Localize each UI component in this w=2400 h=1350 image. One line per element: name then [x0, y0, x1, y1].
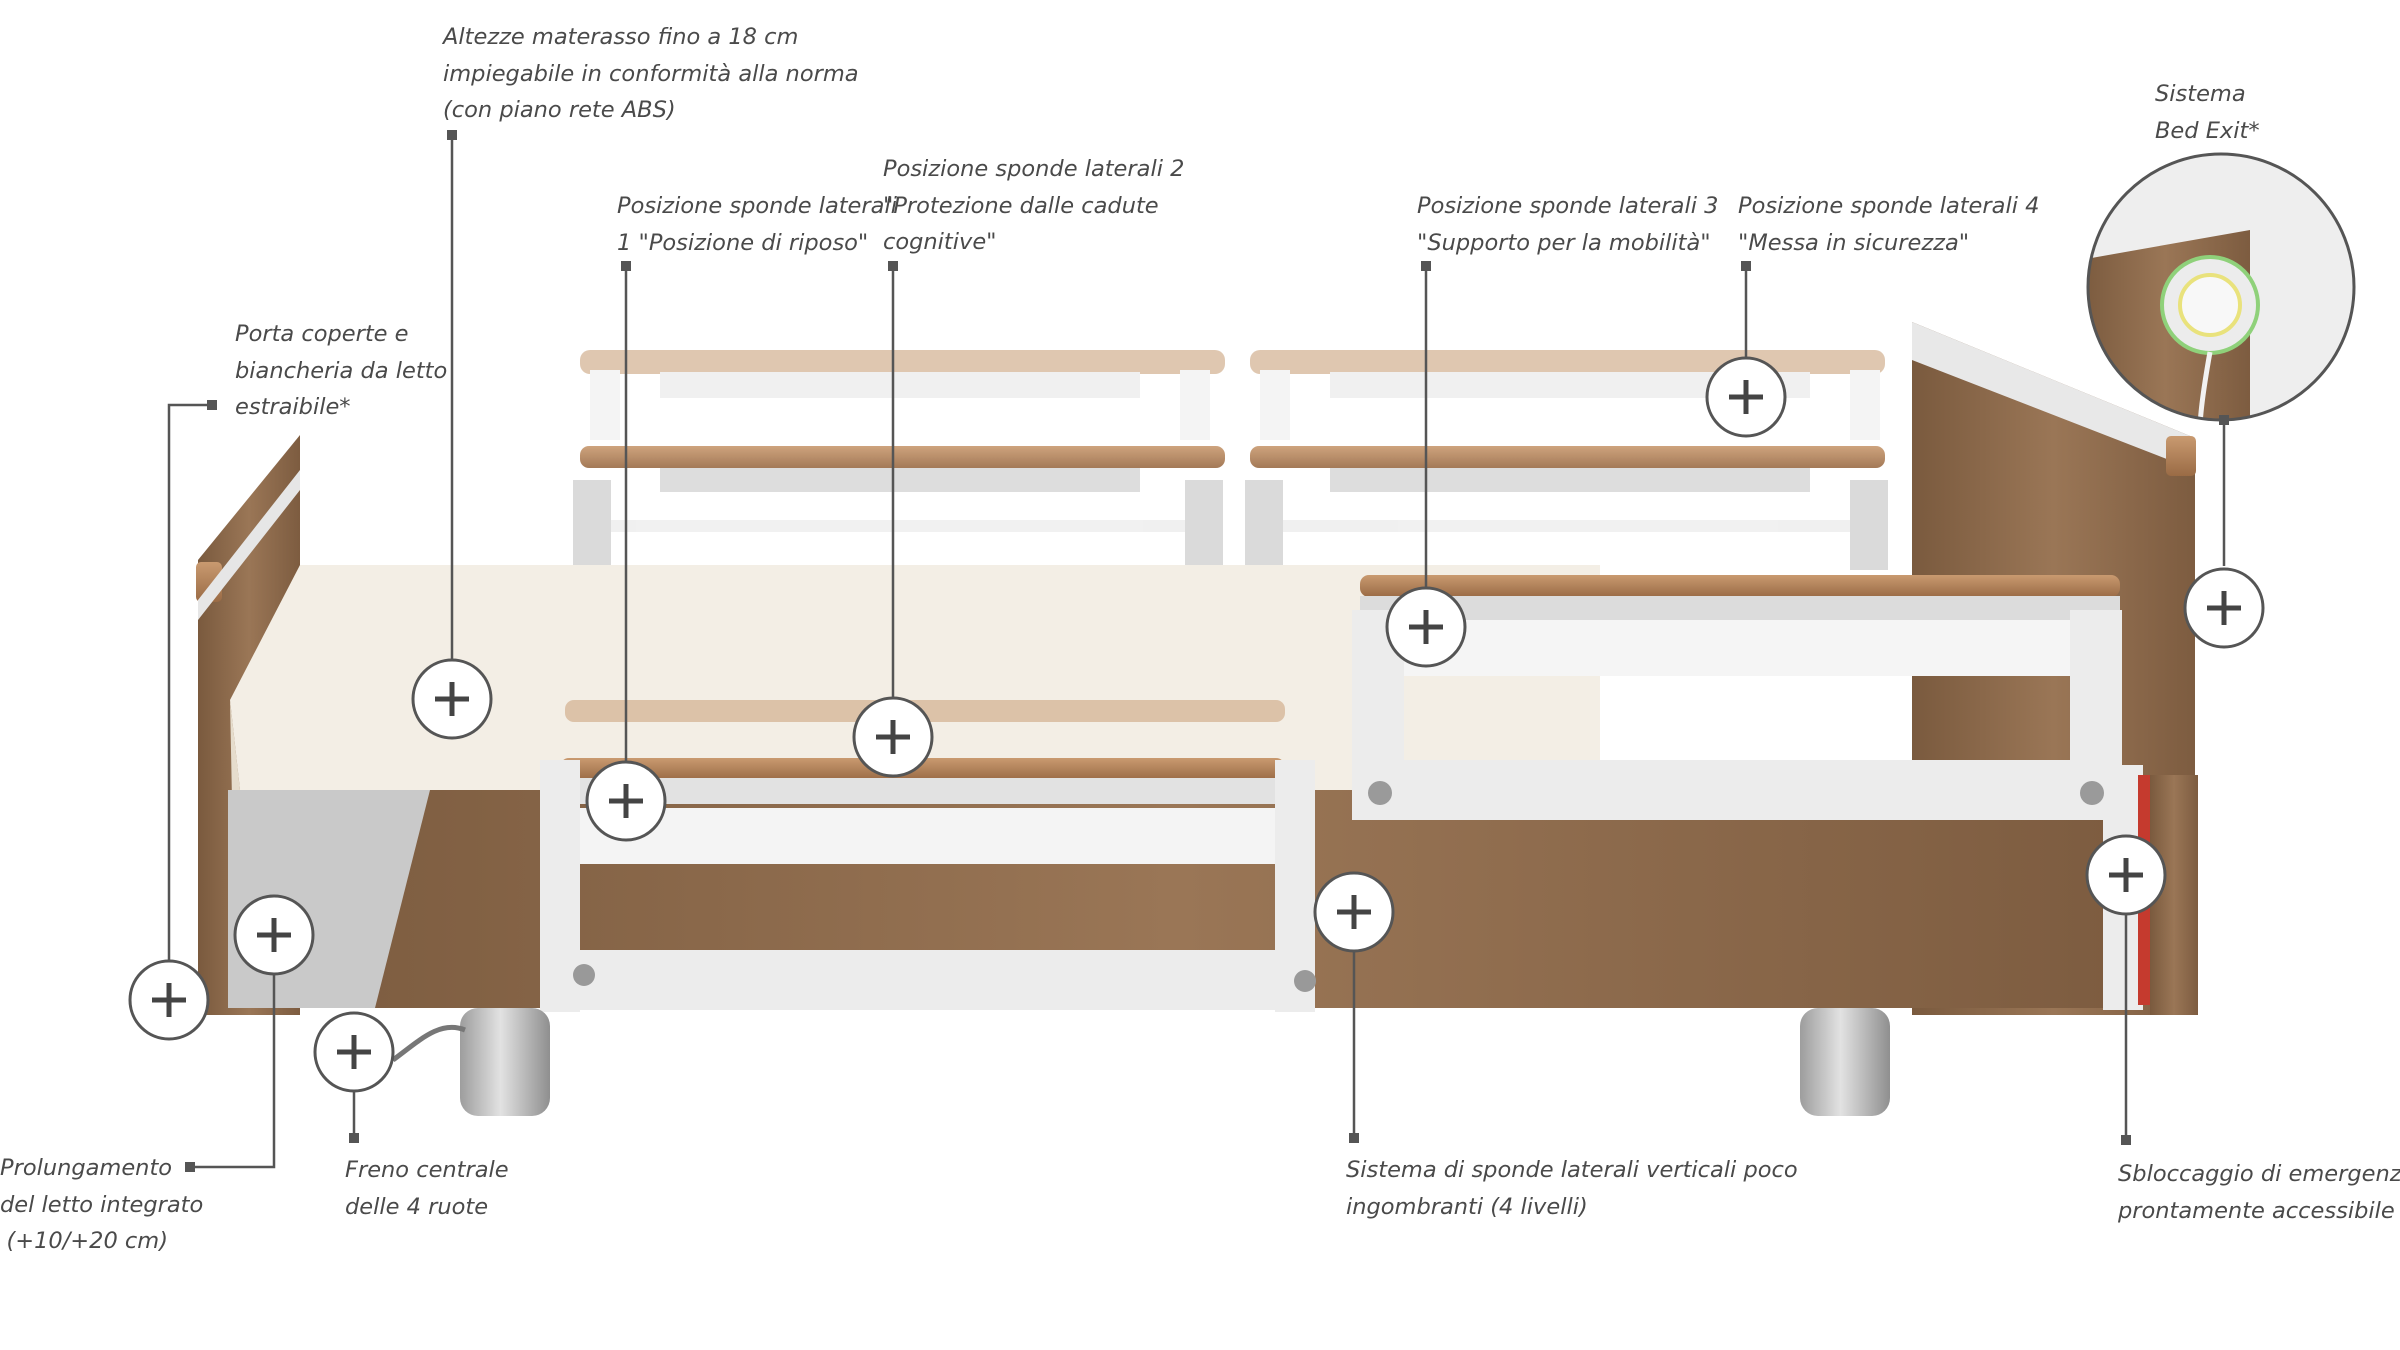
leader-linen-holder	[167, 403, 212, 961]
plus-icon	[152, 983, 186, 1017]
plus-icon	[2109, 858, 2143, 892]
leader-end-marker	[349, 1133, 359, 1143]
leader-lines	[167, 130, 2229, 1172]
label-central-brake: Freno centrale delle 4 ruote	[345, 1157, 509, 1220]
leader-end-marker	[1349, 1133, 1359, 1143]
hotspot-emergency-release[interactable]	[2085, 834, 2167, 916]
label-mattress-height: Altezze materasso fino a 18 cm impiegabi…	[443, 24, 859, 123]
hotspot-mattress-height[interactable]	[411, 658, 493, 740]
plus-icon	[876, 720, 910, 754]
plus-icon	[337, 1035, 371, 1069]
legs	[391, 1008, 1890, 1116]
plus-icon	[1337, 895, 1371, 929]
label-vertical-rails: Sistema di sponde laterali verticali poc…	[1346, 1157, 1798, 1220]
label-side-rail-pos-3: Posizione sponde laterali 3 "Supporto pe…	[1417, 193, 1719, 256]
hotspots	[128, 356, 2265, 1093]
label-side-rail-pos-1: Posizione sponde laterali 1 "Posizione d…	[617, 193, 897, 256]
hotspot-vertical-rails[interactable]	[1313, 871, 1395, 953]
hotspot-side-rail-pos-2[interactable]	[852, 696, 934, 778]
hotspot-side-rail-pos-3[interactable]	[1385, 586, 1467, 668]
plus-icon	[1409, 610, 1443, 644]
label-side-rail-pos-2: Posizione sponde laterali 2 "Protezione …	[883, 156, 1185, 255]
hotspot-side-rail-pos-1[interactable]	[585, 760, 667, 842]
hotspot-bed-extension[interactable]	[233, 894, 315, 976]
leader-end-marker	[1421, 261, 1431, 271]
hotspot-central-brake[interactable]	[313, 1011, 395, 1093]
plus-icon	[435, 682, 469, 716]
upper-rail-right	[1352, 575, 2122, 820]
plus-icon	[2207, 591, 2241, 625]
plus-icon	[1729, 380, 1763, 414]
hotspot-linen-holder[interactable]	[128, 959, 210, 1041]
leader-bed-extension	[190, 961, 276, 1169]
leader-end-marker	[888, 261, 898, 271]
lower-rail-left	[540, 700, 1316, 1012]
label-emergency-release: Sbloccaggio di emergenza CPR prontamente…	[2118, 1161, 2400, 1224]
label-bed-exit: Sistema Bed Exit*	[2155, 81, 2260, 144]
leader-end-marker	[1741, 261, 1751, 271]
plus-icon	[609, 784, 643, 818]
leader-end-marker	[2219, 415, 2229, 425]
leader-end-marker	[185, 1162, 195, 1172]
leader-end-marker	[207, 400, 217, 410]
upper-rails-ghost	[573, 350, 1888, 570]
leader-end-marker	[447, 130, 457, 140]
label-side-rail-pos-4: Posizione sponde laterali 4 "Messa in si…	[1738, 193, 2040, 256]
label-linen-holder: Porta coperte e biancheria da letto estr…	[235, 321, 448, 420]
plus-icon	[257, 918, 291, 952]
leader-end-marker	[621, 261, 631, 271]
leader-end-marker	[2121, 1135, 2131, 1145]
bed-exit-zoom	[2086, 152, 2356, 422]
hotspot-bed-exit[interactable]	[2183, 567, 2265, 649]
label-bed-extension: Prolungamento del letto integrato (+10/+…	[0, 1155, 204, 1254]
hotspot-side-rail-pos-4[interactable]	[1705, 356, 1787, 438]
